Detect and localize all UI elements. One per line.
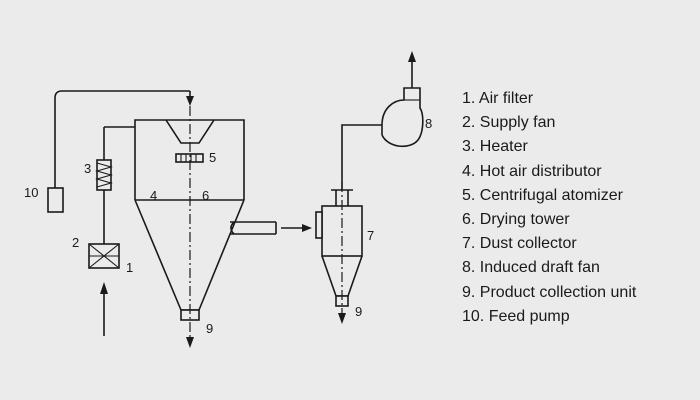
- dust-collector: [315, 182, 363, 324]
- drying-tower: [134, 106, 277, 348]
- callout-5: 5: [209, 150, 216, 165]
- legend-item: 1. Air filter: [462, 90, 534, 107]
- legend-item: 2. Supply fan: [462, 114, 556, 132]
- legend-item: 3. Heater: [462, 138, 528, 156]
- callout-10: 10: [24, 185, 38, 200]
- legend-item: 5. Centrifugal atomizer: [462, 186, 623, 204]
- legend-item: 8. Induced draft fan: [462, 259, 600, 277]
- flow-to-collector-arrow: [281, 224, 312, 232]
- callout-9-tower: 9: [206, 321, 213, 336]
- legend: 1. Air filter 2. Supply fan 3. Heater 4.…: [462, 87, 636, 329]
- exhaust-duct: [341, 124, 382, 190]
- callout-8: 8: [425, 116, 432, 131]
- supply-fan-unit: [88, 243, 120, 269]
- legend-item: 10. Feed pump: [462, 307, 570, 325]
- inlet-air-arrow: [100, 282, 108, 336]
- callout-2: 2: [72, 235, 79, 250]
- callout-3: 3: [84, 161, 91, 176]
- callout-9-collector: 9: [355, 304, 362, 319]
- legend-item: 4. Hot air distributor: [462, 162, 602, 180]
- feed-line: [54, 90, 194, 188]
- heater-coil: [94, 159, 114, 191]
- callout-6: 6: [202, 188, 209, 203]
- hot-air-duct: [103, 126, 135, 244]
- legend-item: 7. Dust collector: [462, 235, 577, 253]
- induced-draft-fan: [381, 51, 424, 148]
- callout-7: 7: [367, 228, 374, 243]
- feed-pump: [47, 187, 64, 213]
- callout-4: 4: [150, 188, 157, 203]
- callout-1: 1: [126, 260, 133, 275]
- legend-item: 9. Product collection unit: [462, 283, 637, 301]
- legend-item: 6. Drying tower: [462, 211, 570, 229]
